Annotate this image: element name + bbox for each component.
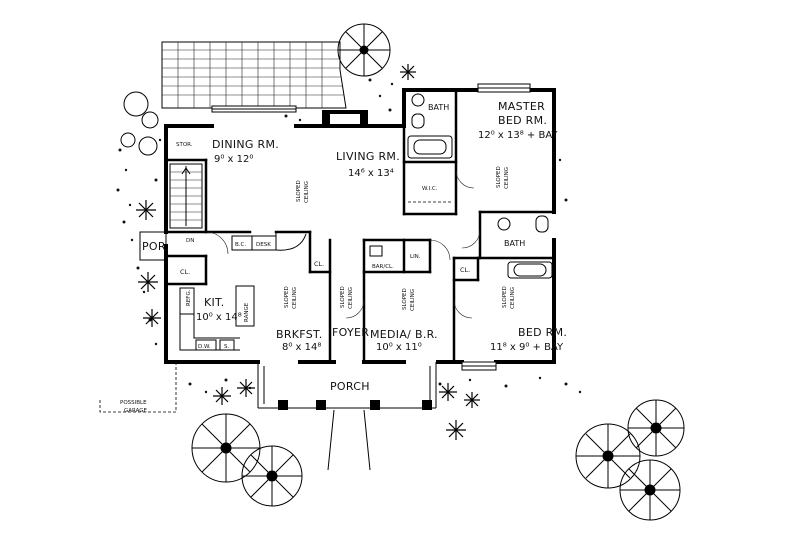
storage-label: STOR. [176,142,193,148]
bed-ceiling-label: CEILING [510,287,516,309]
kitchen-fixtures [179,232,307,351]
linen-label: LIN. [410,254,421,260]
brkfst-sloped-label: SLOPED [284,286,290,308]
bath-fixtures [369,93,553,279]
foyer-sloped-label: SLOPED [340,286,346,308]
foyer-closet-label: CL. [314,260,324,268]
porch-name: PORCH [330,380,370,393]
living-room-dimensions: 14⁶ x 13⁴ [348,168,394,179]
bar-closet-label: BAR/CL. [372,264,394,270]
master-bath-label: BATH [428,103,449,112]
kitchen-dimensions: 10⁰ x 14⁸ [196,312,242,323]
bedroom-name: BED RM. [518,326,567,339]
interior-walls [164,88,556,364]
master-sloped-label: SLOPED [496,166,502,188]
side-porch [99,231,177,413]
desk-label: DESK [256,242,271,248]
exterior-walls [164,83,556,371]
room-labels: DINING RM. 9⁰ x 12⁰ LIVING RM. 14⁶ x 13⁴… [142,100,567,393]
media-sloped-label: SLOPED [402,288,408,310]
bc-label: B.C. [235,242,246,248]
dining-room-name: DINING RM. [212,138,279,151]
range-label: RANGE [244,302,250,322]
door-swings [205,169,481,319]
refrigerator-label: REFG. [186,289,192,306]
dishwasher-label: D.W. [198,344,211,350]
sink-label: S. [224,344,229,350]
kitchen-name: KIT. [204,296,225,309]
garage-label: GARAGE [124,408,148,414]
dining-room-dimensions: 9⁰ x 12⁰ [214,154,253,165]
porch [257,362,437,471]
living-sloped-label: SLOPED [296,180,302,202]
bed-sloped-label: SLOPED [502,286,508,308]
media-ceiling-label: CEILING [410,289,416,311]
walk-in-closet-label: W.I.C. [422,186,438,192]
stair-down-label: DN [186,238,194,244]
master-ceiling-label: CEILING [504,167,510,189]
living-ceiling-label: CEILING [304,181,310,203]
master-bedroom-dimensions: 12⁰ x 13⁸ + BAY [478,130,558,141]
media-room-name: MEDIA/ B.R. [370,328,438,341]
kitchen-closet-label: CL. [180,268,190,276]
middle-bath-label: BATH [504,239,525,248]
breakfast-dimensions: 8⁰ x 14⁸ [282,342,321,353]
foyer-name: FOYER [332,326,369,339]
side-porch-name: POR. [142,240,169,253]
breakfast-name: BRKFST. [276,328,323,341]
foyer-ceiling-label: CEILING [348,287,354,309]
master-bedroom-name-2: BED RM. [498,114,547,127]
bedroom-dimensions: 11⁸ x 9⁰ + BAY [490,342,564,353]
master-bedroom-name-1: MASTER [498,100,545,113]
living-room-name: LIVING RM. [336,150,400,163]
bedroom-closet-label: CL. [460,266,470,274]
sloped-ceiling-notes: SLOPED CEILING SLOPED CEILING SLOPED CEI… [284,166,516,311]
landscape [116,23,685,521]
stairs [169,163,203,229]
patio-grid [161,41,347,113]
fixture-labels: STOR. DN CL. B.C. DESK REFG. RANGE D.W. … [120,142,470,414]
brkfst-ceiling-label: CEILING [292,287,298,309]
possible-label: POSSIBLE [120,400,147,406]
media-room-dimensions: 10⁰ x 11⁰ [376,342,422,353]
